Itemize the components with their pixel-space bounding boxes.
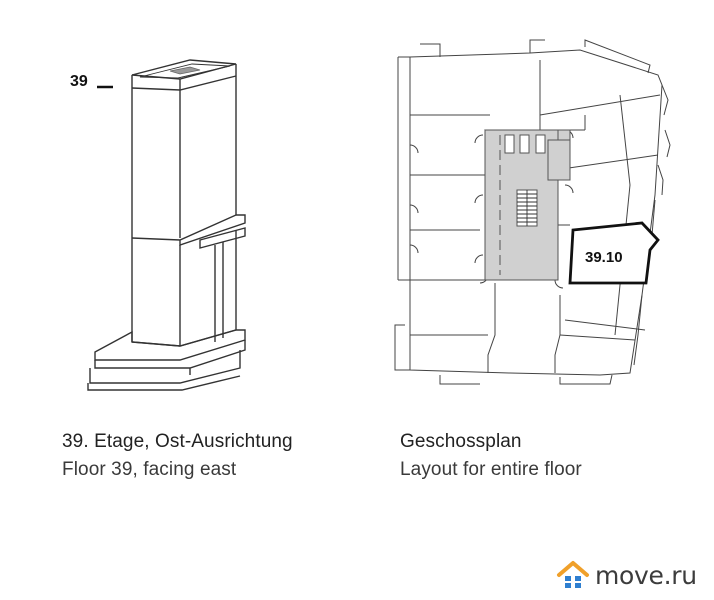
caption-tower: 39. Etage, Ost-Ausrichtung Floor 39, fac… <box>62 428 293 484</box>
caption-tower-de: 39. Etage, Ost-Ausrichtung <box>62 431 293 452</box>
brand-logo: move.ru <box>556 558 697 592</box>
caption-plan: Geschossplan Layout for entire floor <box>400 428 582 484</box>
floor-plan: 39.10 <box>380 35 680 395</box>
house-icon <box>557 561 589 588</box>
caption-tower-en: Floor 39, facing east <box>62 459 237 480</box>
unit-39-10-outline <box>568 221 660 285</box>
caption-plan-en: Layout for entire floor <box>400 459 582 480</box>
caption-plan-de: Geschossplan <box>400 431 522 452</box>
floor-marker-label: 39 <box>70 73 88 90</box>
tower-elevation: 39 <box>40 50 270 400</box>
unit-label: 39.10 <box>585 249 623 266</box>
brand-name: move.ru <box>595 560 697 590</box>
